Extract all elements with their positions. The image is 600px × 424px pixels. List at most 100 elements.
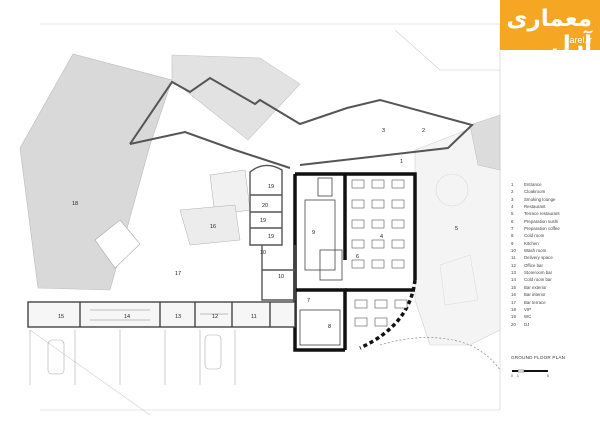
legend-item: 16 Bar interior	[511, 291, 597, 298]
legend-label: Wash room	[524, 248, 547, 254]
room-label: 18	[72, 201, 78, 207]
legend-number: 19	[511, 314, 516, 320]
legend-label: Restaurant	[524, 204, 546, 210]
legend-item: 7 Preparation coffee	[511, 225, 597, 232]
plan-title: GROUND FLOOR PLAN	[511, 355, 566, 360]
legend-item: 17 Bar terrace	[511, 299, 597, 306]
legend-number: 17	[511, 299, 516, 305]
legend-item: 18 VIP	[511, 306, 597, 313]
parking	[29, 330, 236, 385]
legend-item: 19 WC	[511, 313, 597, 320]
legend-item: 3 Smoking lounge	[511, 196, 597, 203]
room-label: 10	[260, 250, 266, 256]
legend-label: Terrace restaurant	[524, 211, 560, 217]
legend-label: Delivery space	[524, 255, 553, 261]
legend-number: 11	[511, 255, 516, 261]
legend-label: Bar exterior	[524, 284, 547, 290]
room-label: 15	[58, 314, 64, 320]
room-label: 7	[307, 298, 310, 304]
logo: معماری آرل arel.ir	[500, 0, 600, 50]
room-label: 1	[400, 159, 403, 165]
legend-label: Preparation coffee	[524, 226, 560, 232]
room-label: 16	[210, 224, 216, 230]
legend-number: 10	[511, 248, 516, 254]
legend-number: 8	[511, 233, 514, 239]
legend-number: 7	[511, 226, 514, 232]
legend-label: Cold room bar	[524, 277, 552, 283]
room-label: 3	[382, 128, 385, 134]
legend-item: 20 DJ	[511, 321, 597, 328]
legend-label: Cold room	[524, 233, 545, 239]
room-label: 13	[175, 314, 181, 320]
bar-counters	[90, 309, 228, 321]
legend-item: 14 Cold room bar	[511, 276, 597, 283]
legend-label: Cloakroom	[524, 189, 546, 195]
room-label: 12	[212, 314, 218, 320]
legend-number: 1	[511, 182, 514, 187]
scale-label: 5	[547, 374, 549, 378]
kitchen-fixtures	[299, 177, 343, 346]
legend-item: 4 Restaurant	[511, 203, 597, 210]
room-label: 6	[356, 254, 359, 260]
legend-item: 9 Kitchen	[511, 240, 597, 247]
legend-label: Bar terrace	[524, 299, 546, 305]
legend-item: 12 Office bar	[511, 262, 597, 269]
legend-label: VIP	[524, 306, 532, 312]
legend-label: Entrance	[524, 182, 542, 187]
legend-number: 20	[511, 321, 516, 327]
room-label: 19	[260, 218, 266, 224]
legend-item: 11 Delivery space	[511, 254, 597, 261]
service-wing	[249, 164, 296, 301]
legend-label: Bar interior	[524, 292, 546, 298]
legend-number: 2	[511, 189, 514, 195]
main-building-walls	[293, 172, 417, 352]
room-label: 9	[312, 230, 315, 236]
legend-label: DJ	[524, 321, 530, 327]
room-label: 14	[124, 314, 130, 320]
legend-label: Kitchen	[524, 240, 539, 246]
restaurant-tables	[351, 179, 408, 327]
room-label: 17	[175, 271, 181, 277]
room-label: 11	[251, 314, 257, 320]
room-label: 5	[455, 226, 458, 232]
scale-label: 1	[517, 374, 519, 378]
scale-bar: 0 1 5	[511, 369, 549, 378]
room-label: 19	[268, 234, 274, 240]
legend-number: 13	[511, 270, 516, 276]
legend-number: 15	[511, 284, 516, 290]
room-labels: 1 2 3 4 5 6 7 8 9 10 10 11 12 13 14 15 1…	[58, 128, 458, 330]
legend-item: 6 Preparation sushi	[511, 218, 597, 225]
legend-number: 5	[511, 211, 514, 217]
room-label: 10	[278, 274, 284, 280]
legend-number: 18	[511, 306, 516, 312]
legend-item: 5 Terrace restaurant	[511, 210, 597, 217]
exterior-walls	[129, 76, 474, 169]
bar-wing	[27, 301, 296, 328]
room-label: 2	[422, 128, 425, 134]
legend-label: Office bar	[524, 262, 543, 268]
legend-number: 9	[511, 240, 514, 246]
terrace-area	[414, 114, 501, 346]
legend-number: 14	[511, 277, 516, 283]
room-label: 4	[380, 234, 383, 240]
legend-item: 2 Cloakroom	[511, 188, 597, 195]
legend-label: Smoking lounge	[524, 196, 556, 202]
landscape-hatch	[19, 53, 301, 291]
legend-number: 6	[511, 218, 514, 224]
room-label: 19	[268, 184, 274, 190]
room-legend: 1 Entrance 2 Cloakroom 3 Smoking lounge 4 Resta…	[511, 181, 597, 328]
legend-item: 1 Entrance	[511, 181, 597, 188]
legend-number: 16	[511, 292, 516, 298]
legend-number: 4	[511, 204, 514, 210]
logo-subtext: arel.ir	[569, 35, 592, 45]
legend-number: 3	[511, 196, 514, 202]
legend-number: 12	[511, 262, 516, 268]
scale-label: 0	[511, 374, 513, 378]
legend-item: 10 Wash room	[511, 247, 597, 254]
logo-text: معماری آرل	[506, 6, 592, 50]
legend-label: WC	[524, 314, 532, 320]
room-label: 20	[262, 203, 268, 209]
legend-label: Preparation sushi	[524, 218, 559, 224]
